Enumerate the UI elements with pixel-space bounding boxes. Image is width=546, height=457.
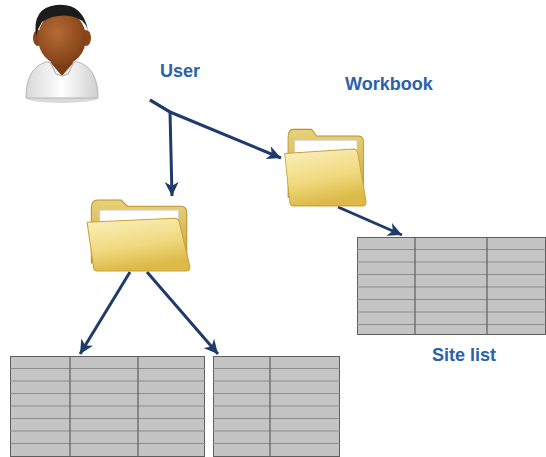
folder-shape bbox=[85, 196, 191, 272]
arrow-connector bbox=[80, 272, 130, 354]
node-label: Site list bbox=[432, 344, 496, 366]
arrow-connector bbox=[150, 100, 281, 158]
arrow-connector bbox=[338, 207, 402, 235]
node-label: User bbox=[160, 60, 200, 82]
table-grid bbox=[10, 356, 205, 457]
node-label: Workbook bbox=[345, 73, 433, 95]
folder-icon: Workbook bbox=[283, 125, 367, 207]
table-grid: Site list bbox=[357, 237, 546, 335]
arrow-connector bbox=[150, 100, 172, 196]
table-shape bbox=[357, 237, 546, 335]
table-shape bbox=[213, 356, 340, 457]
arrow-connector bbox=[147, 272, 218, 354]
user-node: User bbox=[20, 2, 210, 100]
table-grid bbox=[213, 356, 340, 457]
folder-shape bbox=[283, 125, 367, 207]
folder-icon bbox=[85, 196, 191, 272]
table-shape bbox=[10, 356, 205, 457]
